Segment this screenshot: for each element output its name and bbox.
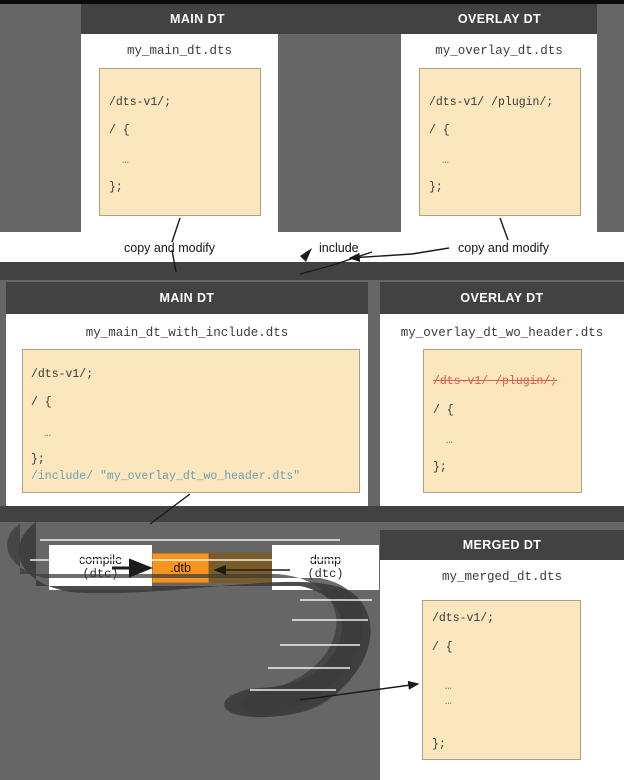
panel-title-overlay-dt-middle: OVERLAY DT: [380, 282, 624, 314]
dtb-artifact: .dtb: [152, 553, 209, 583]
separator-band-lower: [0, 506, 624, 522]
code-line: /dts-v1/ /plugin/;: [429, 96, 554, 109]
compile-step: compile (dtc): [49, 545, 152, 590]
top-black-strip: [0, 0, 624, 4]
panel-title-merged-dt: MERGED DT: [380, 530, 624, 560]
compile-tool: (dtc): [82, 566, 119, 581]
dump-label: dump: [309, 553, 342, 568]
filename-my-main-dt-with-include: my_main_dt_with_include.dts: [85, 326, 289, 340]
code-line: };: [31, 453, 45, 466]
code-line: / {: [433, 404, 454, 417]
code-line: };: [429, 181, 443, 194]
dump-step: dump (dtc): [272, 545, 379, 590]
code-line: / {: [429, 124, 450, 137]
filename-my-main-dt: my_main_dt.dts: [126, 44, 233, 58]
compile-label: compile: [78, 553, 123, 568]
code-line: / {: [109, 124, 130, 137]
code-block-my-main-dt-with-include: /dts-v1/; / { … }; /include/ "my_overlay…: [22, 349, 360, 493]
filename-my-merged-dt: my_merged_dt.dts: [441, 570, 563, 584]
code-line: };: [433, 461, 447, 474]
code-block-my-merged-dt: /dts-v1/; / { … … };: [422, 600, 581, 760]
code-line: / {: [432, 641, 453, 654]
code-line: …: [446, 434, 453, 447]
top-section-header-bar: MAIN DT OVERLAY DT: [81, 4, 597, 34]
code-line: …: [445, 680, 452, 693]
code-line: };: [432, 738, 446, 751]
filename-my-overlay-dt-wo-header: my_overlay_dt_wo_header.dts: [400, 326, 604, 340]
edge-label-include: include: [313, 238, 365, 258]
code-line: };: [109, 181, 123, 194]
code-line: /dts-v1/;: [109, 96, 172, 109]
filename-my-overlay-dt: my_overlay_dt.dts: [435, 44, 563, 58]
panel-title-overlay-dt-top: OVERLAY DT: [457, 12, 542, 26]
code-line: …: [44, 427, 51, 440]
code-block-my-main-dt: /dts-v1/; / { … };: [99, 68, 261, 216]
edge-label-copy-and-modify-left: copy and modify: [118, 238, 222, 258]
code-line: /dts-v1/;: [31, 368, 94, 381]
code-line: /dts-v1/;: [432, 612, 495, 625]
code-line: …: [445, 695, 452, 708]
panel-title-main-dt-top: MAIN DT: [170, 12, 225, 26]
code-line: / {: [31, 396, 52, 409]
code-block-my-overlay-dt: /dts-v1/ /plugin/; / { … };: [419, 68, 581, 216]
edge-label-copy-and-modify-right: copy and modify: [452, 238, 556, 258]
separator-band-upper: [0, 262, 624, 280]
panel-title-main-dt-middle: MAIN DT: [6, 282, 368, 314]
code-line-include: /include/ "my_overlay_dt_wo_header.dts": [31, 470, 301, 483]
code-block-my-overlay-dt-wo-header: /dts-v1/ /plugin/; / { … };: [423, 349, 582, 493]
code-line: …: [122, 154, 129, 167]
code-line-struck: /dts-v1/ /plugin/;: [433, 375, 558, 388]
code-line: …: [442, 154, 449, 167]
dump-tool: (dtc): [307, 566, 344, 581]
